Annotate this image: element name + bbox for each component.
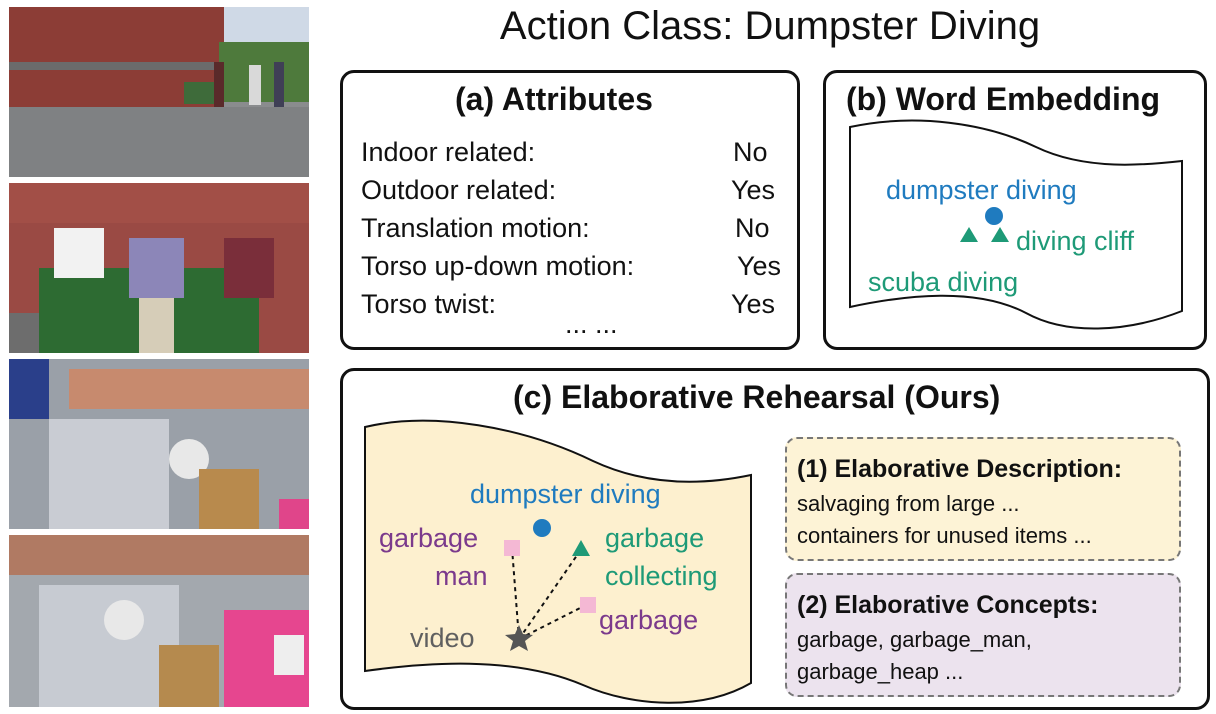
attribute-name: Translation motion: [361, 213, 590, 243]
elaborative-concepts-line1: garbage, garbage_man, [797, 627, 1032, 652]
video-frame-3 [9, 359, 309, 529]
attribute-value: No [733, 137, 768, 167]
rehearsal-flag-shape [364, 419, 752, 704]
garbage-collecting-label-line1: garbage [605, 523, 705, 553]
video-label: video [410, 623, 475, 653]
garbage-man-label-line2: man [435, 561, 488, 591]
garbage-man-label-line1: garbage [379, 523, 479, 553]
elaborative-rehearsal-title: (c) Elaborative Rehearsal (Ours) [513, 379, 1001, 415]
garbage-collecting-label-line2: collecting [605, 561, 718, 591]
attributes-more: ... ... [565, 309, 618, 339]
scuba-diving-label: scuba diving [868, 267, 1019, 297]
garbage-marker [580, 597, 596, 613]
attribute-row: Torso twist: Yes [361, 289, 779, 327]
word-embedding-panel: (b) Word Embedding dumpster diving divin… [823, 70, 1207, 350]
elaborative-concepts-heading: (2) Elaborative Concepts: [797, 591, 1099, 619]
elaborative-concepts-line2: garbage_heap ... [797, 659, 964, 684]
attribute-name: Outdoor related: [361, 175, 557, 205]
elaborative-description-heading: (1) Elaborative Description: [797, 455, 1123, 483]
dumpster-diving-marker [985, 207, 1003, 225]
attribute-value: Yes [731, 289, 776, 319]
video-star-icon [505, 625, 533, 651]
attribute-row: Outdoor related: Yes [361, 175, 779, 213]
link-video-garbage-collecting [518, 550, 581, 640]
garbage-man-marker [504, 540, 520, 556]
video-frame-4 [9, 535, 309, 707]
embedding-flag-shape [849, 119, 1183, 330]
diving-cliff-label: diving cliff [1016, 226, 1135, 256]
elaborative-description-line2: containers for unused items ... [797, 523, 1092, 548]
attribute-value: No [735, 213, 770, 243]
scuba-diving-marker [991, 227, 1009, 242]
attributes-panel: (a) Attributes Indoor related: No Outdoo… [340, 70, 800, 350]
garbage-label: garbage [599, 605, 699, 635]
dumpster-diving-marker [533, 519, 551, 537]
diving-cliff-marker [960, 227, 978, 242]
rehearsal-canvas [364, 419, 752, 704]
video-frame-1 [9, 7, 309, 177]
attribute-value: Yes [737, 251, 782, 281]
elaborative-concepts-box: (2) Elaborative Concepts: garbage, garba… [785, 573, 1181, 697]
dumpster-diving-label: dumpster diving [470, 479, 661, 509]
attribute-row: Translation motion: No [361, 213, 779, 251]
dumpster-diving-label: dumpster diving [886, 175, 1077, 205]
video-frame-2 [9, 183, 309, 353]
page-title: Action Class: Dumpster Diving [499, 4, 1041, 48]
attribute-name: Indoor related: [361, 137, 536, 167]
embedding-canvas [849, 119, 1183, 330]
attribute-row: Torso up-down motion: Yes [361, 251, 782, 289]
link-video-garbage [518, 603, 589, 640]
attribute-name: Torso twist: [361, 289, 497, 319]
attribute-value: Yes [731, 175, 776, 205]
attribute-name: Torso up-down motion: [361, 251, 635, 281]
garbage-collecting-marker [572, 540, 590, 556]
attributes-title: (a) Attributes [455, 81, 653, 117]
elaborative-description-line1: salvaging from large ... [797, 491, 1020, 516]
elaborative-description-box: (1) Elaborative Description: salvaging f… [785, 437, 1181, 561]
word-embedding-title: (b) Word Embedding [846, 81, 1161, 117]
elaborative-rehearsal-panel: (c) Elaborative Rehearsal (Ours) dumpste… [340, 368, 1210, 710]
attribute-row: Indoor related: No [361, 137, 779, 175]
